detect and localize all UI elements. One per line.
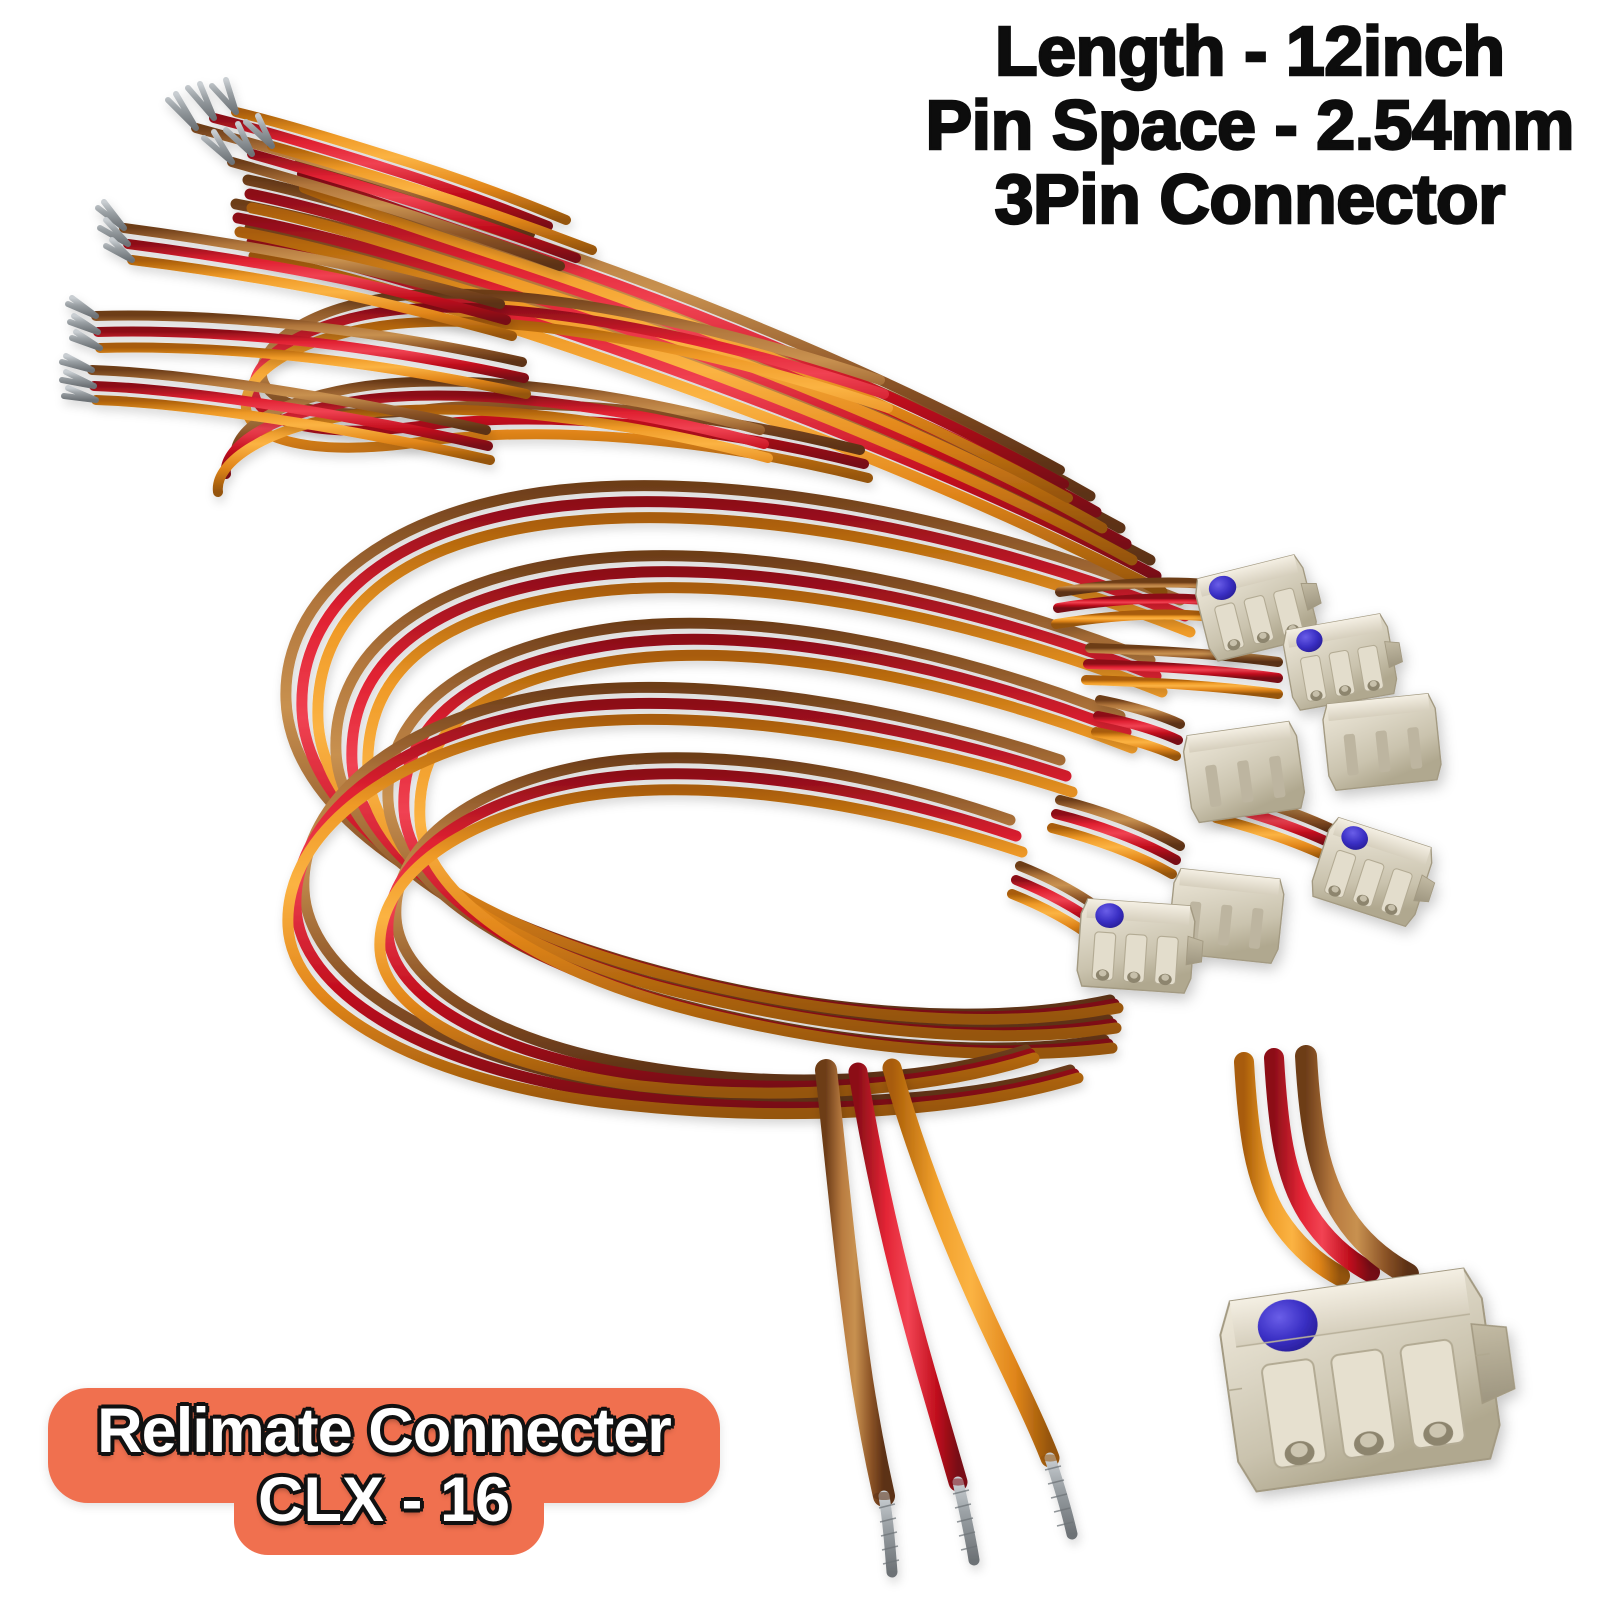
detail-stripped-wires	[815, 1058, 1078, 1578]
badge-text-group: Relimate Connecter CLX - 16	[48, 1388, 720, 1558]
badge-line-product-name: Relimate Connecter	[97, 1396, 672, 1466]
spec-line-pin-space: Pin Space - 2.54mm	[924, 85, 1576, 164]
connector-housing	[1320, 692, 1444, 792]
spec-line-pin-count: 3Pin Connector	[993, 159, 1506, 238]
product-name-badge: Relimate Connecter CLX - 16	[48, 1388, 720, 1558]
pin1-marker-dot	[1257, 1299, 1318, 1352]
spec-text-block: Length - 12inch Pin Space - 2.54mm 3Pin …	[924, 12, 1576, 238]
connector-housing	[1180, 720, 1308, 824]
badge-line-model-code: CLX - 16	[257, 1465, 511, 1535]
detail-connector	[1219, 1045, 1516, 1493]
badge-bottom-panel	[234, 1450, 544, 1555]
connector-housing	[1075, 897, 1207, 995]
stripped-wire-ends	[59, 77, 597, 465]
connector-cluster	[1007, 550, 1446, 995]
spec-line-length: Length - 12inch	[994, 12, 1507, 90]
